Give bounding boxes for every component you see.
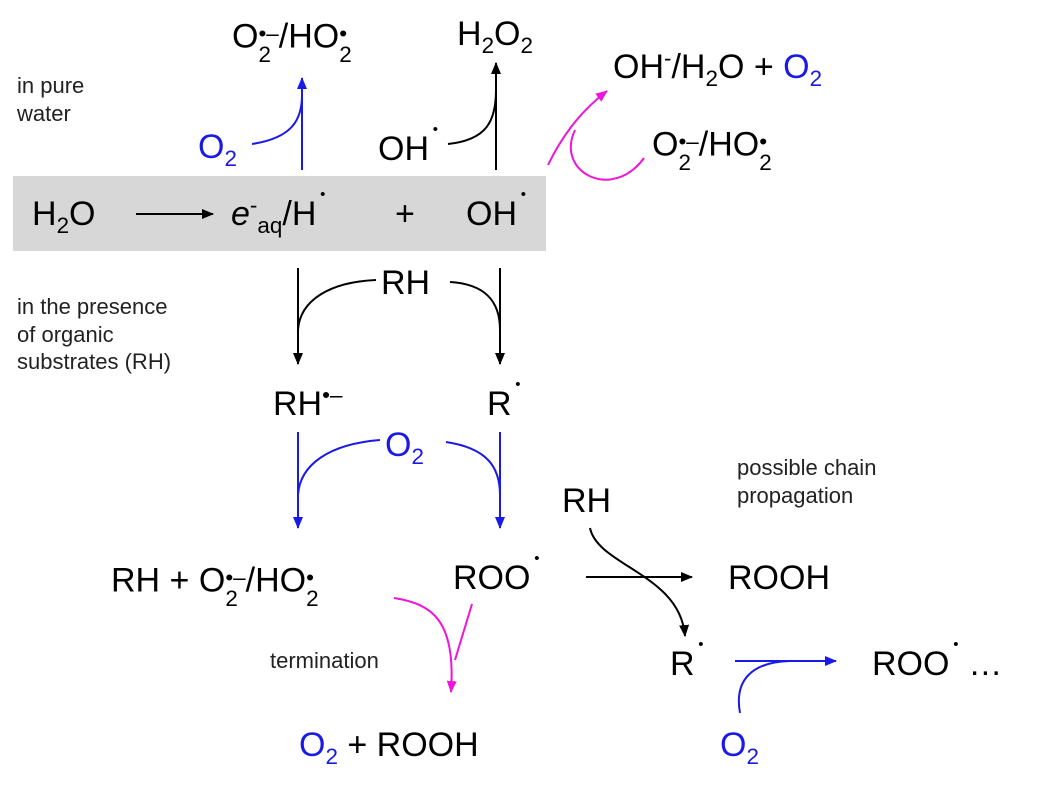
species-rh-superoxide: RH + O•–2/HO•2 xyxy=(111,561,319,612)
species-eaq-h: e-aq/H xyxy=(231,187,325,237)
label-organic-substrates: in the presence of organic substrates (R… xyxy=(17,294,172,374)
species-h2o2: H2O2 xyxy=(457,15,533,58)
species-peroxyl: ROO xyxy=(453,551,540,595)
species-o2-reactant-2: O2 xyxy=(385,426,424,469)
arrow-rh-into-right xyxy=(449,281,501,331)
arrow-o2-into-right xyxy=(445,441,501,496)
arrow-rh-propagation xyxy=(589,527,690,637)
species-rh-chain: RH xyxy=(562,482,612,520)
plus-sign: + xyxy=(395,195,415,233)
arrow-rh-into-left xyxy=(297,279,377,331)
species-roo-chain: ROO … xyxy=(872,637,1002,681)
species-rooh-chain: ROOH xyxy=(728,559,830,597)
water-radiolysis-band xyxy=(13,176,546,251)
species-r-radical: R xyxy=(487,377,520,421)
species-h2o: H2O xyxy=(32,195,96,238)
arrow-o2-into-chain xyxy=(737,660,791,714)
arrow-oh-into-h2o2 xyxy=(447,89,497,145)
arrow-o2-into-eaq xyxy=(251,94,303,145)
species-o2-reactant-3: O2 xyxy=(720,726,759,769)
species-o2-rooh: O2 + ROOH xyxy=(299,726,479,769)
species-oh-reactant: OH xyxy=(378,122,438,166)
species-oh-radical: OH xyxy=(466,187,526,231)
species-rh-anion: RH•– xyxy=(273,382,343,423)
arrow-superoxide-into-oh xyxy=(569,129,645,181)
arrow-roo-into-termination xyxy=(454,603,473,661)
species-o2-reactant-1: O2 xyxy=(198,128,237,171)
species-rh-top: RH xyxy=(381,264,431,302)
arrow-o2-into-left xyxy=(297,439,381,496)
species-superoxide-right: O•–2/HO•2 xyxy=(652,125,772,176)
species-r-chain: R xyxy=(670,637,703,681)
label-chain-propagation: possible chain propagation xyxy=(737,455,877,508)
species-superoxide-top: O•–2/HO•2 xyxy=(232,17,352,68)
species-hydroxide-water-oxygen: OH-/H2O + O2 xyxy=(613,45,823,91)
arrow-oh-to-hydroxide xyxy=(547,90,608,166)
label-pure-water: in pure water xyxy=(17,73,85,126)
arrow-termination xyxy=(393,597,457,693)
label-termination: termination xyxy=(270,648,379,673)
